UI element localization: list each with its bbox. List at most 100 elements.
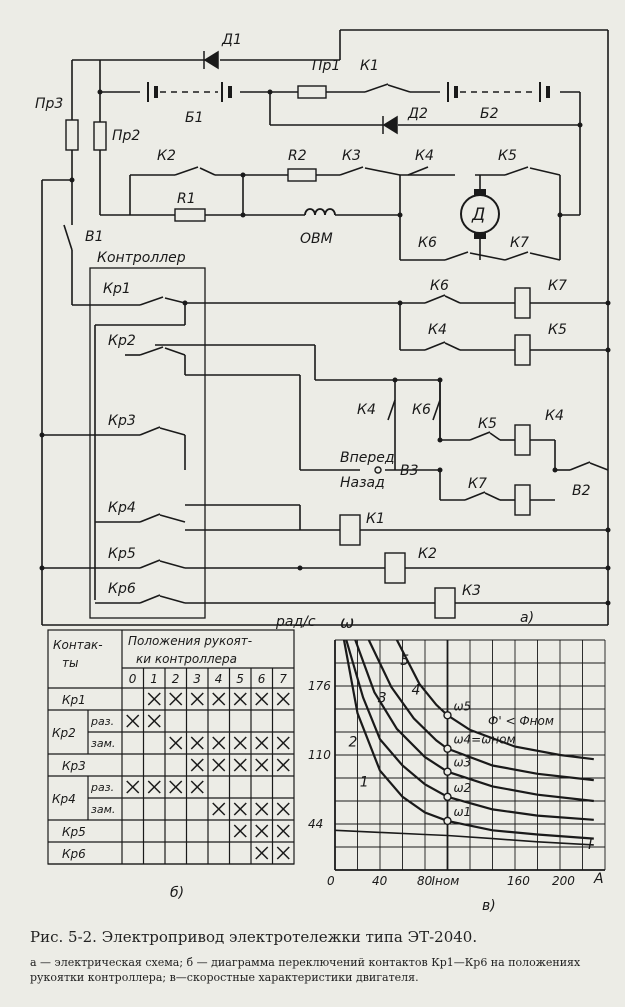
coil-k3 — [434, 587, 456, 619]
label-r2: R2 — [288, 148, 307, 164]
table-position-6: 6 — [258, 672, 266, 686]
label-d2: Д2 — [407, 106, 428, 122]
table-cross-mark — [126, 714, 140, 728]
contact-kr1 — [139, 296, 164, 306]
table-cross-mark — [255, 758, 269, 772]
label-d1: Д1 — [221, 32, 242, 48]
point-label: ω5 — [454, 699, 472, 713]
label-part-a: а) — [520, 610, 534, 626]
label-k1-coil: К1 — [366, 511, 385, 527]
table-cross-mark — [233, 736, 247, 750]
diode-d2 — [382, 115, 398, 135]
x-tick-label: 0 — [327, 874, 335, 888]
curve-label-2: 2 — [349, 735, 358, 751]
label-pr3: Пр3 — [35, 96, 63, 112]
table-cross-mark — [255, 802, 269, 816]
table-row-name: Кр4 — [52, 792, 76, 806]
coil-k7-lower — [514, 484, 531, 516]
electrical-schematic: Д1 Пр3 Пр1 К1 Б1 Д2 Б2 Пр2 К2 R2 К3 К4 К… — [35, 29, 611, 626]
label-k3-coil: К3 — [462, 583, 481, 599]
table-row-sub: раз. — [90, 781, 114, 794]
label-motor: Д — [471, 205, 485, 225]
table-row-name: Кр3 — [62, 759, 86, 773]
contact-k7 — [504, 251, 529, 261]
switch-v1 — [63, 224, 73, 251]
curve-label-4: 4 — [412, 682, 421, 698]
x-tick-label: 80 — [417, 874, 433, 888]
contact-k4-mid — [387, 399, 396, 421]
table-cross-mark — [190, 758, 204, 772]
speed-point-ω3 — [443, 767, 452, 776]
table-cross-mark — [255, 824, 269, 838]
battery-b2 — [447, 82, 550, 102]
speed-point-ω2 — [443, 792, 452, 802]
fuse-pr2 — [93, 121, 107, 151]
label-v1: В1 — [85, 229, 104, 245]
switch-v2 — [569, 461, 591, 471]
motor — [460, 189, 500, 239]
x-tick-label: Iном — [432, 874, 460, 888]
controller-box — [89, 267, 206, 619]
table-cross-mark — [147, 780, 161, 794]
label-kr1: Кр1 — [103, 281, 131, 297]
label-pr1: Пр1 — [312, 58, 340, 74]
fuse-pr3 — [65, 119, 79, 151]
table-cross-mark — [276, 692, 290, 706]
table-cross-mark — [255, 736, 269, 750]
fuse-pr1 — [297, 85, 327, 99]
table-cross-mark — [212, 736, 226, 750]
field-winding-ovm — [304, 208, 336, 216]
contact-k6-upper — [424, 294, 446, 304]
coil-k1 — [339, 514, 361, 546]
coil-k5 — [514, 334, 531, 366]
table-row-name: Кр1 — [62, 693, 86, 707]
coil-k2 — [384, 552, 406, 584]
label-k5-coil: К5 — [548, 322, 567, 338]
speed-point-ω1 — [443, 816, 452, 826]
speed-curve-3 — [354, 639, 594, 803]
label-k5: К5 — [498, 148, 517, 164]
table-cross-mark — [169, 692, 183, 706]
label-k6-upper: К6 — [430, 278, 449, 294]
label-k7: К7 — [510, 235, 529, 251]
y-tick-label: 44 — [308, 817, 323, 831]
figure-caption-title: Рис. 5-2. Электропривод электротележки т… — [30, 928, 478, 946]
label-part-b: б) — [170, 885, 184, 901]
table-cross-mark — [255, 846, 269, 860]
label-k2-coil: К2 — [418, 546, 437, 562]
table-cross-mark — [212, 758, 226, 772]
point-label: ω3 — [454, 756, 472, 770]
label-k4-upper: К4 — [428, 322, 447, 338]
table-position-0: 0 — [129, 672, 137, 686]
label-k5-mid: К5 — [478, 416, 497, 432]
contact-k6 — [444, 251, 469, 261]
table-row-sub: зам. — [91, 803, 115, 816]
label-kr3: Кр3 — [108, 413, 136, 429]
label-k1: К1 — [360, 58, 379, 74]
contact-kr3 — [139, 426, 161, 436]
curve-label-5: 5 — [400, 653, 409, 669]
table-cross-mark — [276, 846, 290, 860]
table-cross-mark — [212, 692, 226, 706]
label-r1: R1 — [177, 191, 196, 207]
table-header-contacts-1: Контак- — [53, 638, 103, 652]
point-label: ω4=ωном — [454, 733, 516, 747]
coil-k4 — [514, 424, 531, 456]
table-cross-mark — [276, 736, 290, 750]
diode-d1 — [203, 50, 219, 70]
table-position-4: 4 — [215, 672, 223, 686]
table-cross-mark — [190, 692, 204, 706]
x-tick-label: 40 — [372, 874, 388, 888]
label-vpered: Вперед — [340, 450, 395, 466]
speed-curve-1 — [342, 639, 594, 840]
battery-b1 — [147, 82, 232, 102]
contact-kr4 — [139, 513, 161, 523]
table-position-1: 1 — [150, 672, 158, 686]
table-cross-mark — [147, 692, 161, 706]
table-header-contacts-2: ты — [62, 656, 78, 670]
y-tick-label: 176 — [308, 679, 331, 693]
label-kr6: Кр6 — [108, 581, 136, 597]
contact-k5 — [504, 166, 529, 176]
speed-point-ω4 — [443, 744, 452, 753]
label-k2: К2 — [157, 148, 176, 164]
